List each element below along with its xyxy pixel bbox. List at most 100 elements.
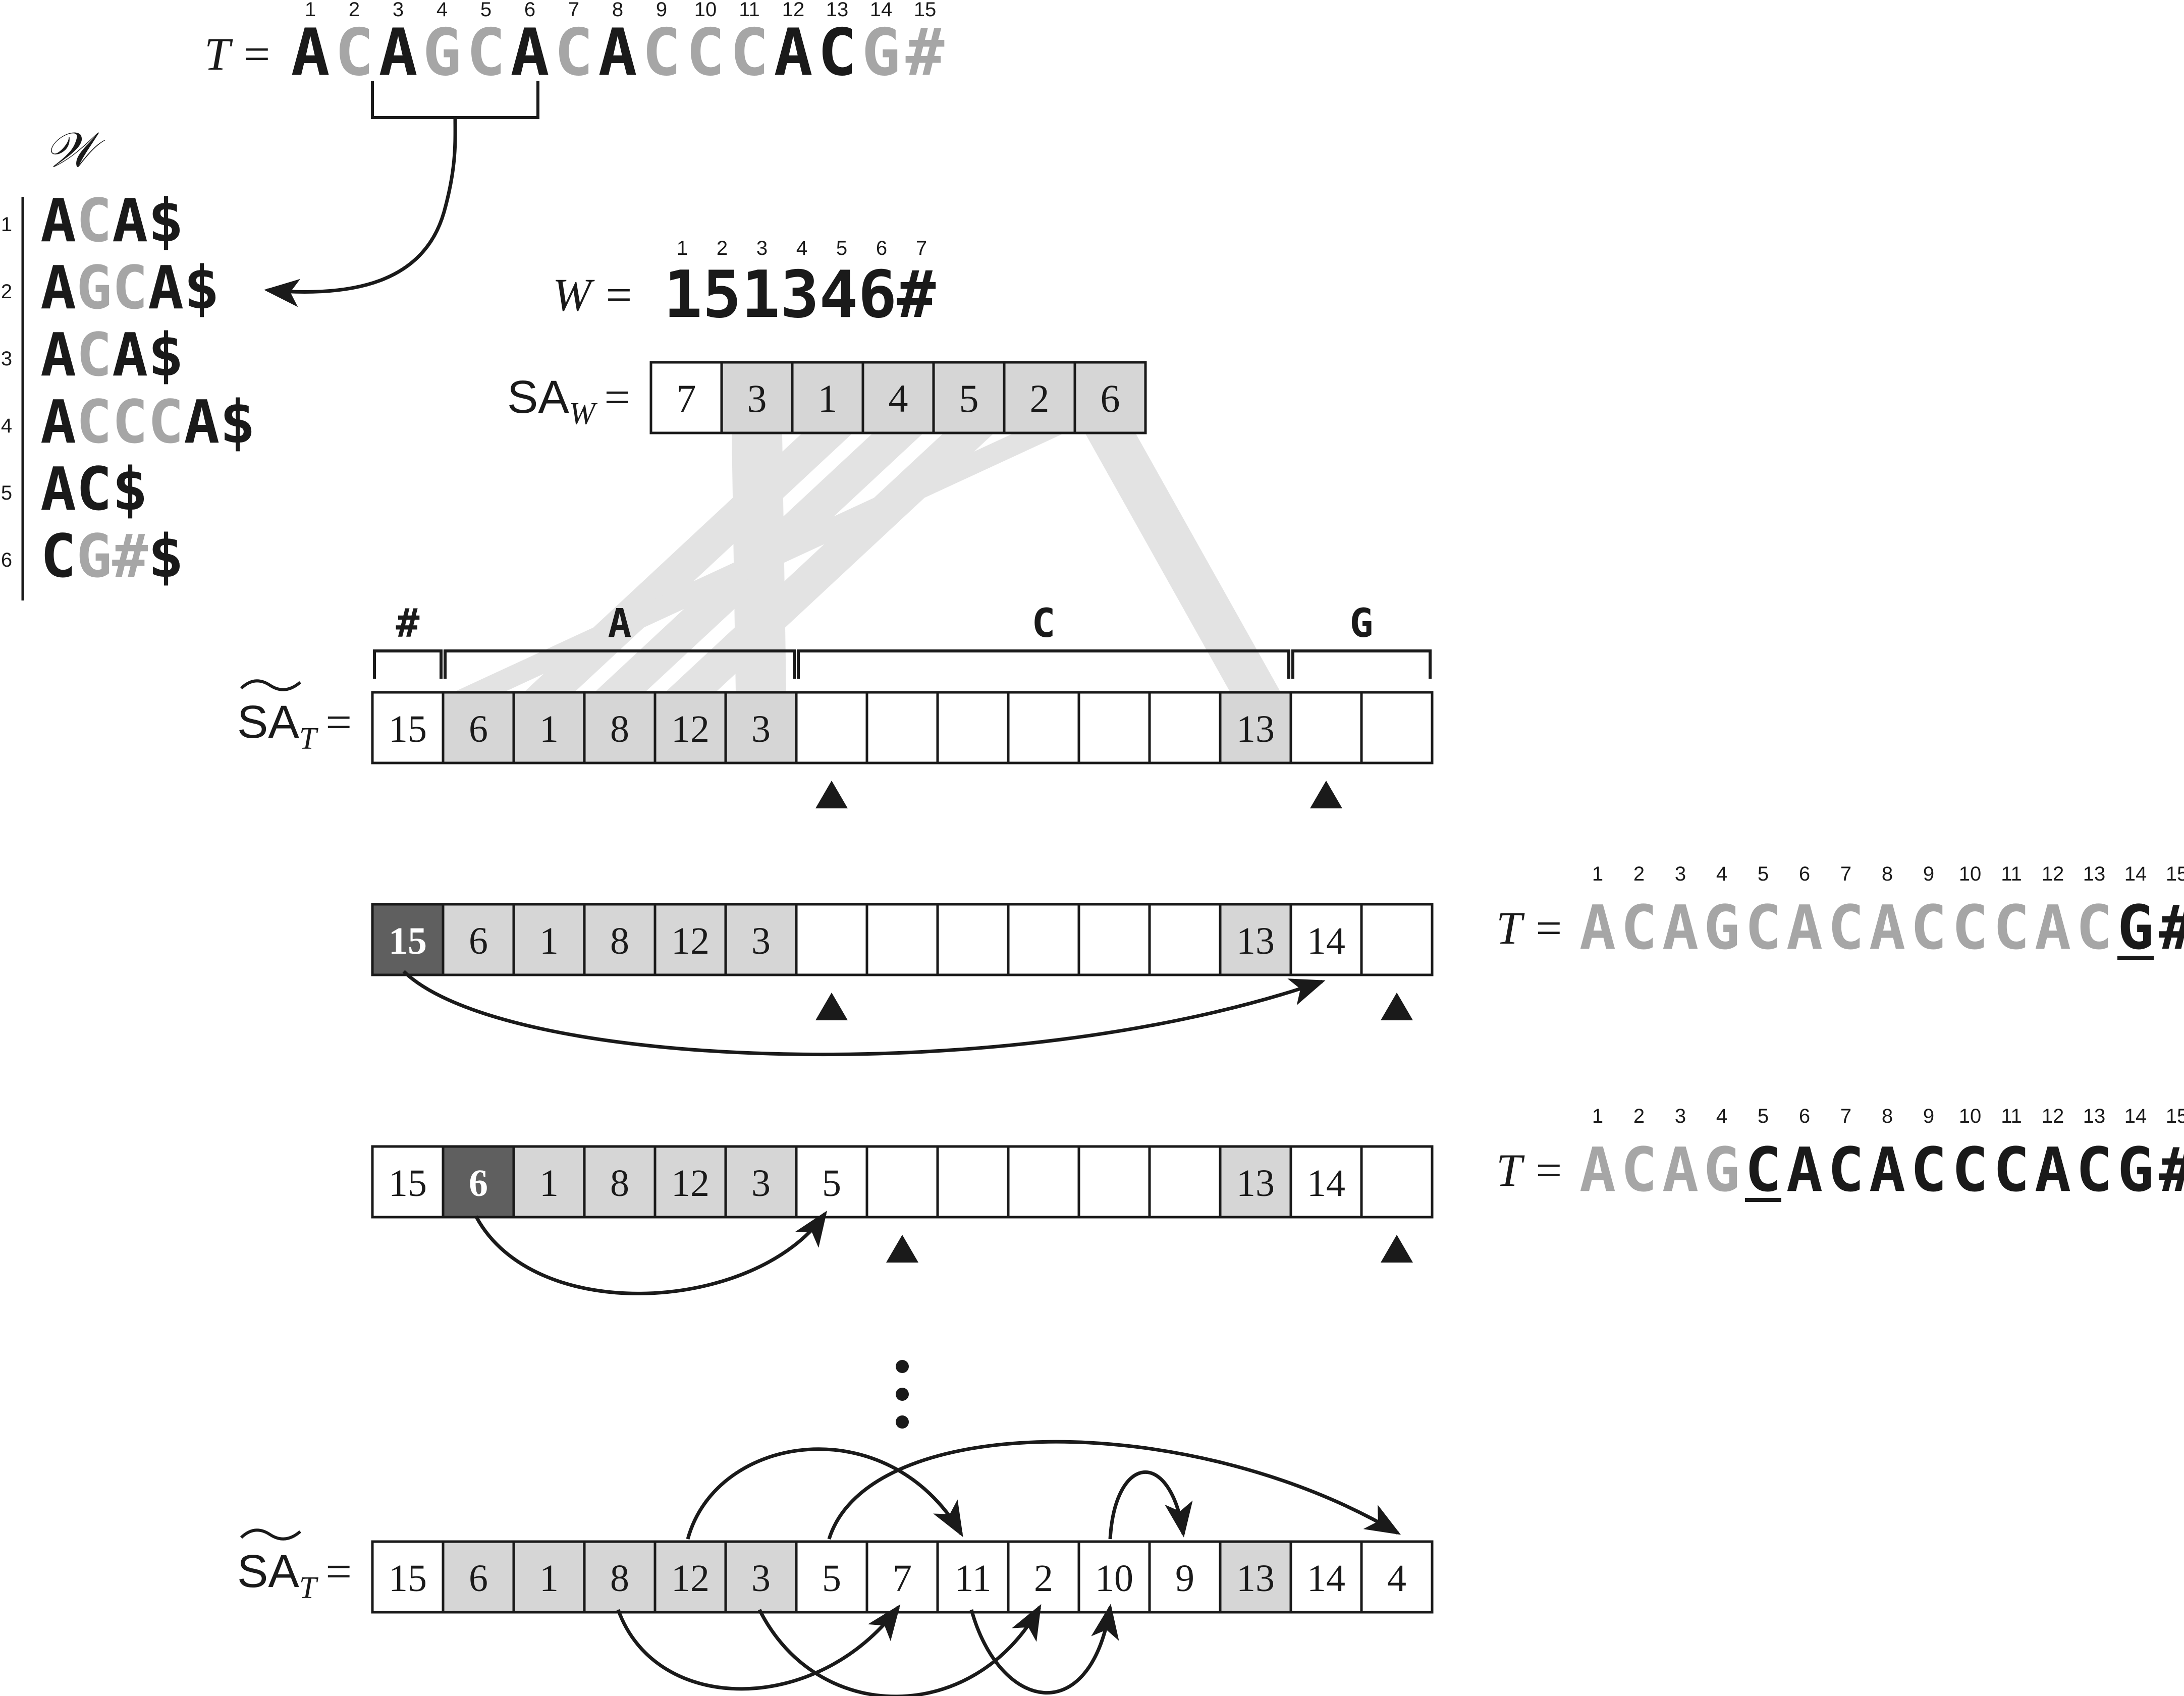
sa-t-cell: [1360, 1540, 1434, 1614]
w-string-index: 6: [876, 237, 887, 259]
t-top-index: 7: [568, 0, 579, 21]
t-top-index: 14: [870, 0, 893, 21]
tilde-mark: [240, 1528, 301, 1541]
t-right-label: T =: [1496, 902, 1564, 954]
bucket-pointer-marker: [886, 1235, 918, 1263]
bucket-pointer-marker: [1381, 1235, 1413, 1263]
sa-t-cell: [512, 1145, 586, 1219]
t-right-index: 11: [2001, 863, 2022, 885]
sa-t-cell-value: 1: [539, 708, 559, 750]
arrow-row4-8-to-7: [616, 1604, 901, 1691]
sa-t-cell: [1148, 691, 1222, 764]
t-top-index: 4: [436, 0, 448, 21]
t-top-index: 1: [305, 0, 316, 21]
t-right-char: A: [2035, 893, 2071, 963]
sa-t-cell-value: 8: [610, 1162, 629, 1205]
sa-t-cell-value: 15: [389, 1557, 427, 1600]
sa-w-cell-value: 7: [677, 376, 696, 420]
sa-t-cell-value: 12: [671, 1162, 709, 1205]
sa-w-cell: [720, 361, 794, 434]
t-right-char: G: [1704, 1135, 1740, 1206]
sa-t-cell-value: 14: [1307, 1557, 1345, 1600]
bucket-bracket: [444, 649, 796, 679]
sa-t-cell: [1077, 691, 1151, 764]
mapping-band: [1085, 433, 1281, 692]
sa-t-cell: [1360, 691, 1434, 764]
t-right-strings: T =123456789101112131415ACAGCACACCCACG#T…: [1496, 863, 2184, 1206]
t-top-index: 6: [524, 0, 535, 21]
t-top-index: 11: [739, 0, 760, 21]
sa-t-cell: [865, 691, 939, 764]
arrow-row4-10-to-9: [1108, 1470, 1193, 1540]
t-right-index: 1: [1592, 1105, 1603, 1127]
sa-t-cell: [512, 1540, 586, 1614]
sa-w-cell: [1073, 361, 1147, 434]
sa-t-cell: [1148, 1540, 1222, 1614]
sa-w-cell: [1003, 361, 1076, 434]
t-right-index: 7: [1840, 1105, 1851, 1127]
t-right-index: 10: [1959, 1105, 1982, 1127]
sa-t-cell-value: 15: [389, 1162, 427, 1205]
sa-t-cell: [1077, 903, 1151, 976]
bucket-label: A: [608, 601, 632, 646]
t-right-char: C: [1910, 1135, 1947, 1206]
t-right-index: 8: [1882, 863, 1893, 885]
bucket-label: G: [1350, 601, 1374, 646]
w-set-label: 𝒲: [44, 123, 105, 177]
sa-w-cell: [861, 361, 935, 434]
sa-t-cell: [653, 1540, 727, 1614]
w-set-row-number: 6: [1, 549, 12, 571]
sa-t-cell-value: 1: [539, 920, 559, 962]
sa-t-cell-value: 1: [539, 1557, 559, 1600]
sa-t-cell: [865, 1540, 939, 1614]
sa-t-label: SAT=: [237, 696, 352, 756]
sa-t-cell: [724, 1540, 798, 1614]
arrow-row3-6-to-5: [474, 1211, 827, 1295]
sa-t-cell: [724, 1145, 798, 1219]
induce-arrows: [402, 970, 1401, 1696]
t-top-char: #: [905, 15, 944, 90]
bucket-pointer-marker: [1310, 781, 1342, 808]
arrow-row4-3-to-2: [757, 1604, 1042, 1696]
sa-t-cell-value: 15: [389, 920, 427, 962]
sa-t-cell: [1148, 903, 1222, 976]
t-top-char: G: [861, 15, 900, 90]
sa-t-cell: [512, 903, 586, 976]
arrow-row2-15-to-14: [402, 970, 1326, 1057]
t-right-char: C: [1745, 893, 1781, 963]
w-string-value: 151346#: [664, 257, 936, 333]
sa-t-cell-value: 14: [1307, 920, 1345, 962]
t-right-index: 7: [1840, 863, 1851, 885]
sa-t-cell: [1219, 1540, 1292, 1614]
t-top-index: 3: [393, 0, 404, 21]
t-right-char: C: [2076, 893, 2112, 963]
t-top-index: 13: [826, 0, 849, 21]
t-right-char: C: [1621, 893, 1657, 963]
t-top-index: 15: [914, 0, 937, 21]
sa-t-cell-value: 13: [1236, 1162, 1275, 1205]
t-top-index: 8: [612, 0, 623, 21]
t-right-char: A: [1662, 1135, 1699, 1206]
w-set-row: ACA$: [40, 186, 184, 255]
sa-t-cell: [1007, 691, 1080, 764]
sa-t-cell: [1289, 1540, 1363, 1614]
t-right-index: 1: [1592, 863, 1603, 885]
bucket-bracket: [1291, 649, 1432, 679]
sa-t-cell: [583, 1145, 657, 1219]
t-top-char: A: [598, 15, 637, 90]
t-top-char: A: [510, 15, 549, 90]
t-right-index: 9: [1923, 1105, 1934, 1127]
t-right-index: 12: [2042, 1105, 2064, 1127]
t-right-char: C: [1910, 893, 1947, 963]
sa-w-cell: [932, 361, 1006, 434]
sa-t-cell: [653, 1145, 727, 1219]
t-right-index: 13: [2083, 863, 2106, 885]
